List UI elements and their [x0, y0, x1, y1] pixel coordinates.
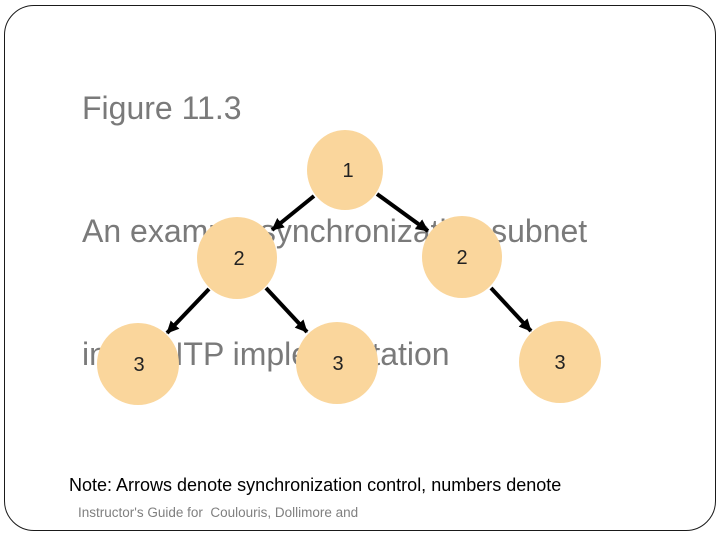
- attribution-line-1: Instructor's Guide for Coulouris, Dollim…: [78, 504, 359, 520]
- node-stratum1: [307, 130, 383, 210]
- arrow-2left-to-3left: [165, 287, 211, 335]
- node-label-stratum2-left: 2: [233, 248, 244, 270]
- arrow-1-to-2left: [270, 194, 316, 232]
- arrow-1-to-2right: [375, 192, 430, 233]
- arrow-2right-to-3right: [489, 286, 533, 333]
- node-label-stratum1: 1: [342, 160, 353, 182]
- node-stratum3-middle: [296, 322, 378, 404]
- slide-title-line-1: Figure 11.3: [82, 90, 242, 126]
- node-label-stratum3-right: 3: [554, 352, 565, 374]
- note-text: Note: Arrows denote synchronization cont…: [69, 428, 561, 540]
- arrow-2left-to-3middle: [264, 286, 309, 334]
- node-label-stratum3-middle: 3: [332, 353, 343, 375]
- node-label-stratum2-right: 2: [456, 247, 467, 269]
- attribution-text: Instructor's Guide for Coulouris, Dollim…: [78, 473, 358, 540]
- node-stratum3-right: [519, 321, 601, 403]
- node-stratum3-left: [97, 323, 179, 405]
- node-label-stratum3-left: 3: [133, 354, 144, 376]
- note-line-1: Note: Arrows denote synchronization cont…: [69, 475, 562, 495]
- node-stratum2-right: [422, 216, 502, 298]
- node-stratum2-left: [197, 217, 277, 299]
